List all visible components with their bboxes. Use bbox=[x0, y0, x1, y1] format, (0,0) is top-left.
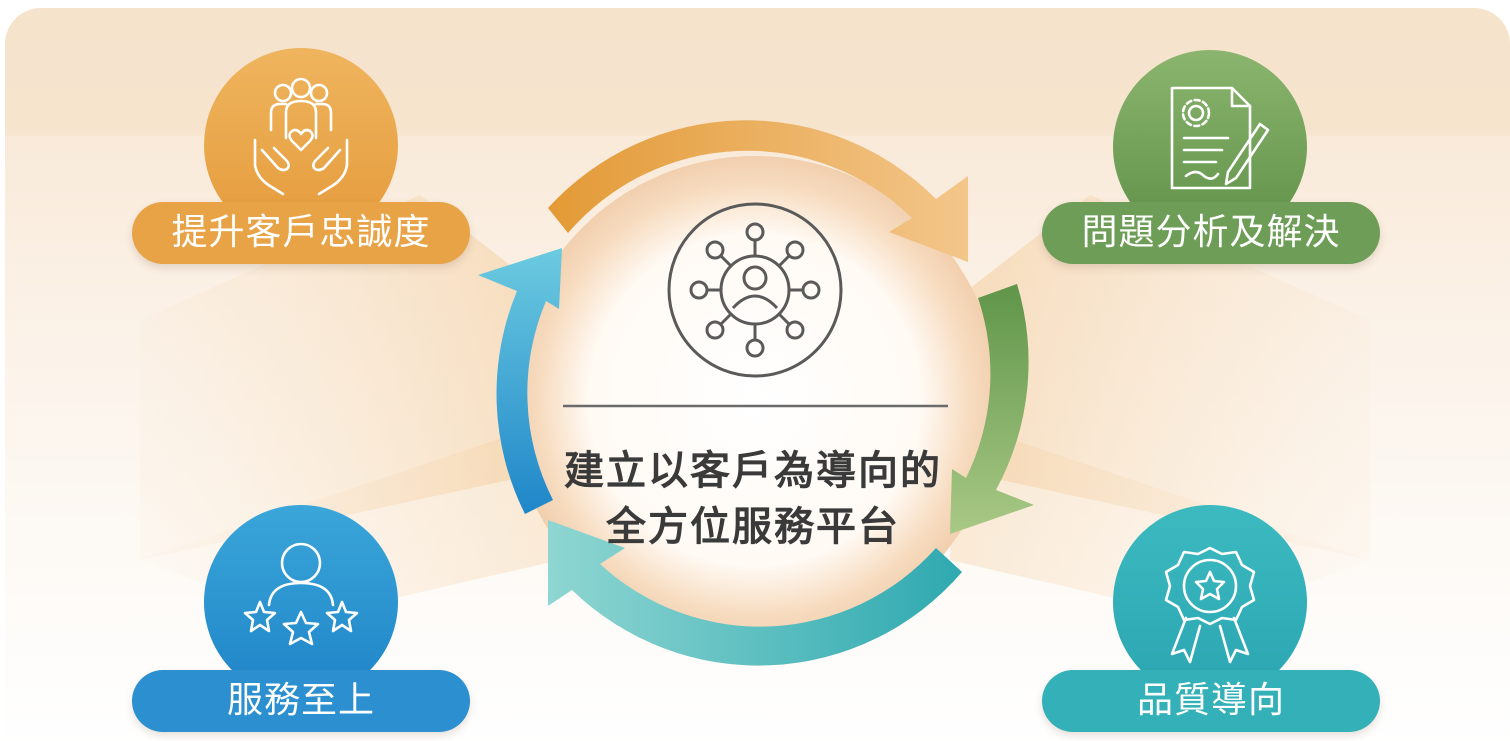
node-circle-blue bbox=[204, 505, 398, 699]
center-title-line1: 建立以客戶為導向的 bbox=[564, 448, 942, 494]
cycle-arrow-blue bbox=[478, 248, 562, 514]
document-gear-pen-icon bbox=[1170, 86, 1270, 190]
node-circle-orange bbox=[204, 48, 398, 242]
node-pill-quality-oriented: 品質導向 bbox=[1042, 670, 1380, 732]
person-stars-icon bbox=[243, 542, 359, 646]
node-label-quality-oriented: 品質導向 bbox=[1136, 680, 1285, 721]
node-circle-green bbox=[1113, 50, 1307, 244]
customer-network-icon bbox=[667, 202, 843, 378]
cycle-arrow-teal bbox=[548, 520, 962, 666]
node-pill-loyalty: 提升客戶忠誠度 bbox=[132, 202, 470, 264]
cycle-arrow-orange bbox=[548, 120, 968, 262]
node-pill-service-first: 服務至上 bbox=[132, 670, 470, 732]
award-badge-icon bbox=[1164, 546, 1256, 664]
node-pill-problem-solving: 問題分析及解決 bbox=[1042, 202, 1380, 264]
hands-holding-people-icon bbox=[253, 77, 349, 196]
center-title-line2: 全方位服務平台 bbox=[606, 504, 900, 550]
center-disc bbox=[511, 156, 999, 644]
node-circle-teal bbox=[1113, 505, 1307, 699]
node-label-loyalty: 提升客戶忠誠度 bbox=[171, 212, 431, 253]
node-label-service-first: 服務至上 bbox=[226, 680, 375, 721]
cycle-arrow-green bbox=[950, 284, 1034, 534]
node-label-problem-solving: 問題分析及解決 bbox=[1081, 212, 1341, 253]
